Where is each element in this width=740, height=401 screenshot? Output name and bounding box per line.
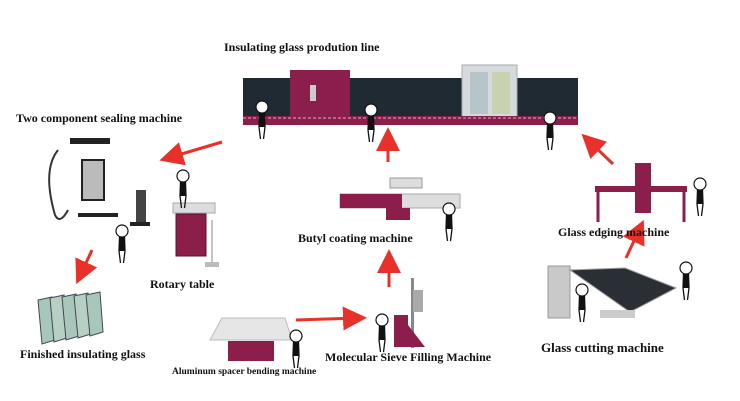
sealing-machine — [48, 138, 150, 226]
arrow-spacer-to-sieve — [295, 306, 367, 331]
glass-edging-label: Glass edging machine — [558, 225, 670, 239]
arrow-sealing-to-finished — [75, 249, 98, 285]
flow-arrows — [75, 127, 645, 331]
butyl-coating-label: Butyl coating machine — [298, 231, 413, 245]
finished-glass-label: Finished insulating glass — [20, 347, 146, 361]
glass-edging-machine — [595, 163, 687, 222]
finished-glass — [37, 291, 104, 345]
production-line-machine — [243, 64, 578, 125]
glass-cutting-machine — [547, 265, 678, 319]
sealing-machine-label: Two component sealing machine — [16, 111, 183, 125]
production-line-label: Insulating glass prodution line — [224, 40, 380, 54]
sieve-filling-machine — [394, 278, 425, 348]
butyl-coating-machine — [339, 177, 461, 220]
rotary-table — [172, 202, 219, 267]
arrow-cutting-to-edging — [622, 219, 645, 259]
spacer-bending-label: Aluminum spacer bending machine — [172, 367, 317, 377]
sieve-filling-label: Molecular Sieve Filling Machine — [325, 350, 492, 364]
glass-cutting-label: Glass cutting machine — [541, 340, 664, 355]
rotary-table-label: Rotary table — [150, 277, 215, 291]
arrow-line-to-sealing — [159, 140, 223, 166]
arrow-edging-to-line — [581, 133, 615, 166]
spacer-bending-machine — [209, 317, 293, 361]
